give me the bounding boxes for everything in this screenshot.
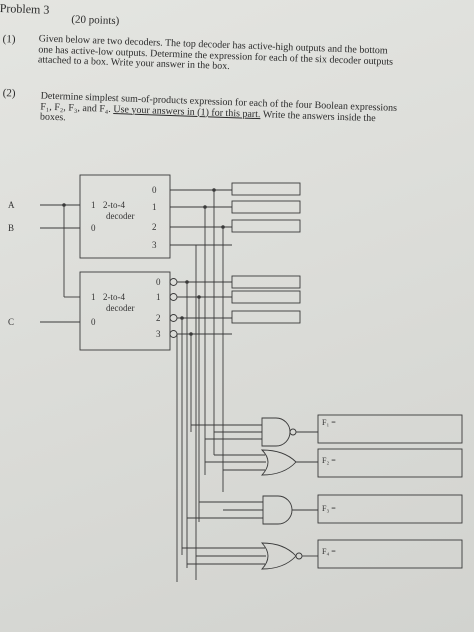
junction-dots [62, 188, 225, 336]
bottom-out0-bubble [169, 278, 178, 286]
f4-answer-box[interactable] [317, 539, 463, 569]
bottom-decoder-output-index: 3 [156, 329, 161, 339]
input-a-label: A [8, 200, 15, 210]
top-decoder-output-index: 2 [152, 222, 157, 232]
f2-label: F₂ = [322, 456, 336, 465]
junction-dot [203, 205, 207, 209]
input-b-label: B [8, 223, 14, 233]
decoder-output-box[interactable] [231, 182, 301, 196]
top-decoder-box [79, 174, 171, 259]
bottom-decoder-label: 2-to-4 [103, 292, 125, 302]
nand-gate-icon [261, 417, 291, 447]
bottom-out2-bubble [169, 314, 178, 322]
decoder-output-box[interactable] [231, 310, 301, 324]
bottom-decoder-in0: 0 [91, 317, 96, 327]
decoder-output-box[interactable] [231, 200, 301, 214]
junction-dot [197, 295, 201, 299]
junction-dot [62, 203, 66, 207]
f2-answer-box[interactable] [317, 448, 463, 478]
nand-output-bubble [289, 428, 297, 436]
junction-dot [189, 332, 193, 336]
f3-answer-box[interactable] [317, 494, 463, 524]
bottom-decoder-in1: 1 [91, 292, 96, 302]
f1-answer-box[interactable] [317, 414, 463, 444]
bottom-decoder-output-index: 0 [156, 277, 161, 287]
bottom-decoder-output-index: 2 [156, 313, 161, 323]
nor-output-bubble [295, 552, 303, 560]
decoder-output-box[interactable] [231, 290, 301, 304]
bottom-decoder-box [79, 271, 171, 351]
bottom-decoder-label: decoder [106, 303, 134, 313]
f4-label: F₄ = [322, 547, 336, 556]
top-decoder-output-index: 0 [152, 185, 157, 195]
input-c-label: C [8, 317, 14, 327]
top-decoder-output-index: 1 [152, 202, 157, 212]
top-decoder-in0: 0 [91, 223, 96, 233]
top-decoder-in1: 1 [91, 200, 96, 210]
or-gate-icon [260, 449, 297, 476]
junction-dot [221, 225, 225, 229]
junction-dot [180, 316, 184, 320]
f3-label: F₃ = [322, 504, 336, 513]
top-decoder-output-index: 3 [152, 240, 157, 250]
decoder-output-box[interactable] [231, 275, 301, 289]
and-gate-icon [262, 495, 293, 525]
top-decoder-label: decoder [106, 211, 134, 221]
top-decoder-label: 2-to-4 [103, 200, 125, 210]
f1-label: F₁ = [322, 418, 336, 427]
bottom-out3-bubble [169, 330, 178, 338]
decoder-output-box[interactable] [231, 219, 301, 233]
junction-dot [212, 188, 216, 192]
bottom-out1-bubble [169, 293, 178, 301]
bottom-decoder-output-index: 1 [156, 292, 161, 302]
nor-gate-icon [260, 542, 297, 570]
junction-dot [185, 280, 189, 284]
